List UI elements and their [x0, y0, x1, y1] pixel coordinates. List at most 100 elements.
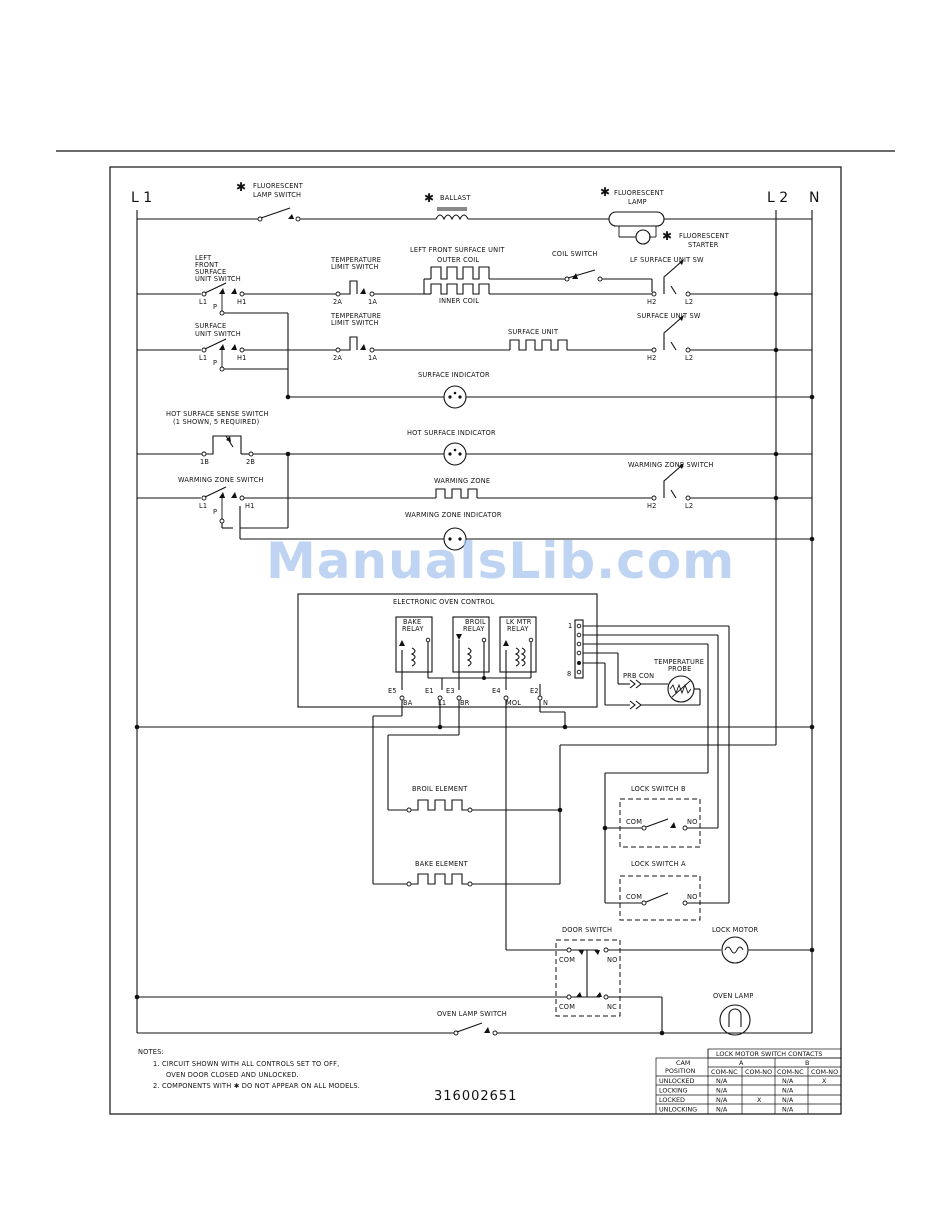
note-1-cont: OVEN DOOR CLOSED AND UNLOCKED.: [166, 1071, 299, 1079]
term-l2: L2: [685, 354, 693, 362]
door-com-bottom: COM: [559, 1003, 575, 1011]
pin-l1: L1: [438, 699, 446, 707]
term-p: P: [213, 359, 217, 367]
table-cell: N/A: [782, 1077, 794, 1085]
warming-indicator-label: WARMING ZONE INDICATOR: [405, 511, 502, 519]
electronic-oven-control: ELECTRONIC OVEN CONTROL BAKE RELAY BROIL…: [297, 593, 729, 710]
bake-relay-label-2: RELAY: [402, 625, 424, 633]
limit-switch-label-2: LIMIT SWITCH: [331, 319, 379, 327]
lk-relay-label: LK MTR: [506, 618, 532, 626]
term-h1: H1: [237, 354, 247, 362]
e4-label: E4: [492, 687, 501, 695]
fluorescent-row: ✱ FLUORESCENT LAMP SWITCH ✱ BALLAST ✱ FL…: [137, 180, 812, 249]
broil-relay-label-2: RELAY: [463, 625, 485, 633]
lock-b-com: COM: [626, 818, 642, 826]
oven-lamp-label: OVEN LAMP: [713, 992, 754, 1000]
lf-switch-label-2: FRONT: [195, 261, 219, 269]
door-nc: NC: [607, 1003, 617, 1011]
term-1a: 1A: [368, 354, 377, 362]
table-cell: N/A: [782, 1106, 794, 1114]
lock-a-no: NO: [687, 893, 698, 901]
table-cell: X: [757, 1096, 762, 1104]
table-cell: N/A: [782, 1087, 794, 1095]
subhead-a-no: COM-NO: [745, 1068, 772, 1076]
lock-motor-contacts-table: LOCK MOTOR SWITCH CONTACTS CAM POSITION …: [655, 1048, 842, 1115]
surface-unit-sw-label: SURFACE UNIT SW: [637, 312, 701, 320]
e2-label: E2: [530, 687, 539, 695]
e1-label: E1: [425, 687, 434, 695]
term-h2: H2: [647, 354, 657, 362]
starter-label-2: STARTER: [688, 241, 719, 249]
term-l1: L1: [199, 298, 207, 306]
inner-coil-label: INNER COIL: [439, 297, 479, 305]
prb-con-label: PRB CON: [623, 672, 654, 680]
star-icon: ✱: [662, 229, 672, 243]
table-cell: X: [822, 1077, 827, 1085]
e5-label: E5: [388, 687, 397, 695]
group-b: B: [805, 1059, 809, 1067]
rail-l2-label: L 2: [767, 190, 788, 206]
starter-label: FLUORESCENT: [679, 232, 730, 240]
table-row-position: LOCKED: [659, 1096, 685, 1104]
subhead-a-nc: COM-NC: [711, 1068, 738, 1076]
probe-label: TEMPERATURE: [653, 658, 704, 666]
hot-surface-row: HOT SURFACE SENSE SWITCH (1 SHOWN, 5 REQ…: [137, 410, 812, 466]
star-icon: ✱: [236, 180, 246, 194]
term-l2: L2: [685, 502, 693, 510]
rail-l1-label: L 1: [131, 190, 152, 206]
table-cell: N/A: [716, 1106, 728, 1114]
e3-label: E3: [446, 687, 455, 695]
lk-relay-label-2: RELAY: [507, 625, 529, 633]
term-l1: L1: [199, 502, 207, 510]
hot-sense-switch-label-2: (1 SHOWN, 5 REQUIRED): [173, 418, 259, 426]
term-h1: H1: [237, 298, 247, 306]
connector-pin1: 1: [568, 622, 572, 630]
left-front-surface-row: LEFT FRONT SURFACE UNIT SWITCH L1 H1 P T…: [137, 246, 812, 397]
control-title: ELECTRONIC OVEN CONTROL: [393, 598, 495, 606]
limit-switch-label: TEMPERATURE: [330, 312, 381, 320]
lamp-switch-label: FLUORESCENT: [253, 182, 304, 190]
fluorescent-lamp-label: FLUORESCENT: [614, 189, 665, 197]
lock-switch-b-label: LOCK SWITCH B: [631, 785, 686, 793]
broil-relay-label: BROIL: [465, 618, 486, 626]
pin-mol: MOL: [506, 699, 521, 707]
term-2a: 2A: [333, 354, 342, 362]
group-a: A: [739, 1059, 744, 1067]
hot-sense-switch-label: HOT SURFACE SENSE SWITCH: [166, 410, 269, 418]
term-p: P: [213, 508, 217, 516]
table-row-position: UNLOCKED: [659, 1077, 695, 1085]
term-h2: H2: [647, 502, 657, 510]
warming-zone-switch-label: WARMING ZONE SWITCH: [628, 461, 714, 469]
term-1b: 1B: [200, 458, 209, 466]
pin-br: BR: [460, 699, 470, 707]
lf-unit-label: LEFT FRONT SURFACE UNIT: [410, 246, 505, 254]
table-cell: N/A: [716, 1077, 728, 1085]
diagram-frame: [109, 166, 842, 1115]
surface-unit-label: SURFACE UNIT: [508, 328, 559, 336]
broil-element-label: BROIL ELEMENT: [412, 785, 468, 793]
lf-switch-label: LEFT: [195, 254, 212, 262]
surface-unit-row: SURFACE UNIT SWITCH L1 H1 P TEMPERATURE …: [137, 312, 812, 372]
cam-heading-2: POSITION: [665, 1067, 696, 1075]
term-l2: L2: [685, 298, 693, 306]
star-icon: ✱: [600, 185, 610, 199]
lamp-switch-label-2: LAMP SWITCH: [253, 191, 301, 199]
oven-lamp-row: OVEN LAMP OVEN LAMP SWITCH: [134, 992, 812, 1036]
term-2b: 2B: [246, 458, 255, 466]
surface-switch-label: SURFACE: [195, 322, 226, 330]
watermark: ManualsLib.com: [266, 532, 735, 590]
notes-heading: NOTES:: [138, 1048, 164, 1056]
warming-switch-label: WARMING ZONE SWITCH: [178, 476, 264, 484]
outer-coil-label: OUTER COIL: [437, 256, 479, 264]
connector-pin8: 8: [567, 670, 571, 678]
table-cell: N/A: [782, 1096, 794, 1104]
surface-indicator-row: SURFACE INDICATOR: [285, 371, 815, 409]
surface-switch-label-2: UNIT SWITCH: [195, 330, 241, 338]
lf-switch-label-3: SURFACE: [195, 268, 226, 276]
door-com-top: COM: [559, 956, 575, 964]
table-row-position: UNLOCKING: [659, 1106, 697, 1114]
term-h2: H2: [647, 298, 657, 306]
warming-zone-row: WARMING ZONE SWITCH L1 H1 P WARMING ZONE…: [137, 454, 815, 551]
pin-n: N: [543, 699, 548, 707]
